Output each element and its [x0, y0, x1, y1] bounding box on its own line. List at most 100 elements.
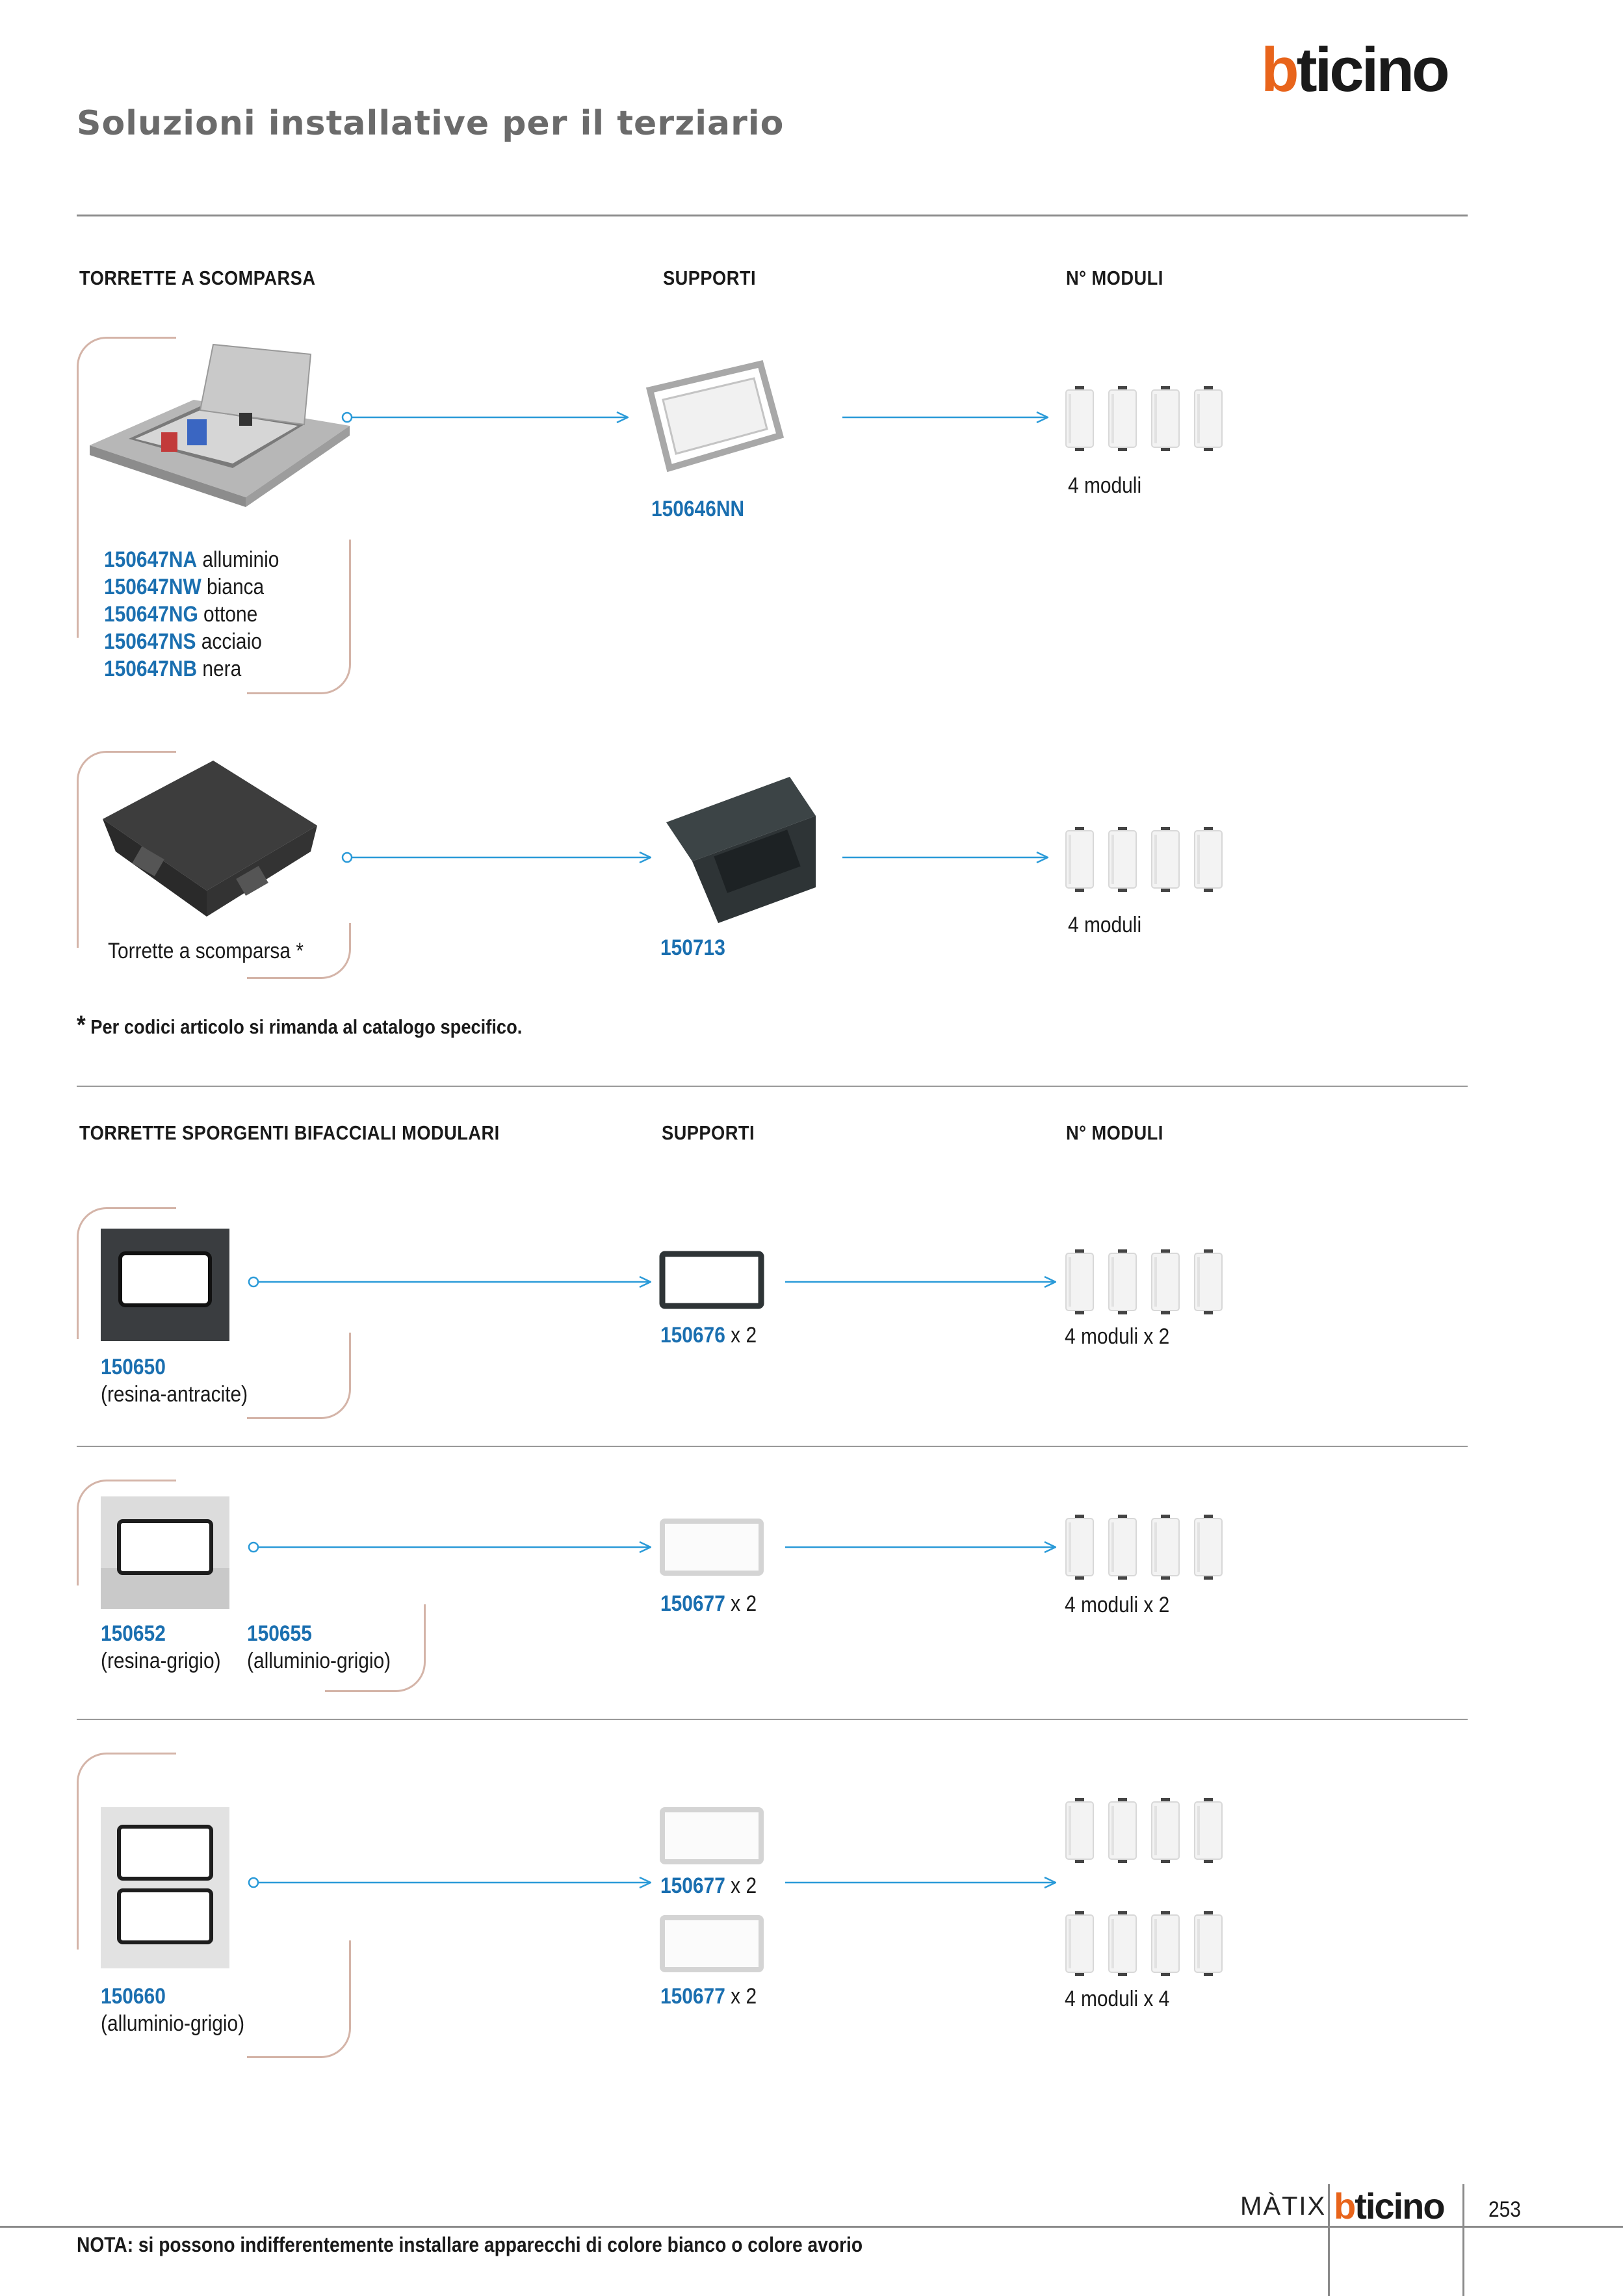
- support-150677-image: [660, 1519, 764, 1576]
- tower-150660-image: [101, 1807, 229, 1968]
- footer-series: MÀTIX: [1240, 2192, 1327, 2221]
- bracket-top-left: [77, 1753, 176, 1950]
- label: (resina-antracite): [101, 1382, 248, 1407]
- bracket-bottom-right: [247, 1333, 351, 1419]
- section2-row3-code: 150660 (alluminio-grigio): [101, 1983, 244, 2037]
- qty: x 2: [731, 1323, 757, 1348]
- page-number: 253: [1488, 2197, 1521, 2222]
- bracket-top-left: [77, 1480, 176, 1585]
- section1-row2-moduli: 4 moduli: [1068, 913, 1142, 937]
- connector-arrow: [842, 411, 1050, 424]
- code-line: 150647NB nera: [104, 657, 242, 681]
- section2-row3-support-2: 150677 x 2: [660, 1983, 757, 2010]
- logo-text: ticino: [1296, 35, 1450, 105]
- qty: x 2: [731, 1591, 757, 1616]
- bracket-top-left: [77, 1207, 176, 1339]
- section2-row2-code-a: 150652 (resina-grigio): [101, 1620, 221, 1675]
- code: 150676: [660, 1323, 725, 1348]
- code-line: 150647NS acciaio: [104, 629, 262, 654]
- bracket-bottom-right: [247, 540, 351, 694]
- label: (alluminio-grigio): [101, 2011, 245, 2036]
- section2-row2-support: 150677 x 2: [660, 1590, 757, 1617]
- code: 150655: [247, 1621, 312, 1646]
- support-150646nn-image: [645, 360, 785, 473]
- bracket-bottom-right: [247, 923, 351, 979]
- code: 150652: [101, 1621, 166, 1646]
- brand-logo: bticino: [1261, 35, 1450, 105]
- support-150713-image: [666, 777, 816, 923]
- section1-footnote: * Per codici articolo si rimanda al cata…: [77, 1011, 522, 1041]
- footer-brand-logo: bticino: [1334, 2185, 1446, 2226]
- connector-arrow: [785, 1541, 1058, 1554]
- section1-row1-code-list: 150647NA alluminio 150647NW bianca 15064…: [104, 546, 303, 683]
- modules-icon: [1066, 1519, 1228, 1584]
- code: 150677: [660, 1873, 725, 1898]
- connector-arrow: [842, 851, 1050, 864]
- label: (resina-grigio): [101, 1649, 221, 1673]
- logo-letter-b: b: [1334, 2185, 1356, 2226]
- bracket-top-left: [77, 337, 176, 638]
- section2-header-col2: SUPPORTI: [662, 1121, 755, 1144]
- qty: x 2: [731, 1984, 757, 2009]
- section2-header-col3: N° MODULI: [1066, 1121, 1163, 1144]
- section1-header-col3: N° MODULI: [1066, 267, 1163, 289]
- floor-box-black-image: [103, 761, 317, 917]
- section2-row1-code: 150650 (resina-antracite): [101, 1353, 248, 1408]
- code-line: 150647NA alluminio: [104, 547, 279, 572]
- footer-separator: [1328, 2184, 1330, 2296]
- support-150676-image: [659, 1251, 764, 1309]
- bracket-top-left: [77, 751, 176, 948]
- row-divider: [77, 1719, 1468, 1720]
- connector-arrow: [785, 1876, 1058, 1889]
- tower-150652-image: [101, 1496, 229, 1609]
- page-title: Soluzioni installative per il terziario: [77, 104, 785, 143]
- modules-icon: [1066, 1915, 1228, 1980]
- connector-arrow: [248, 1541, 653, 1554]
- modules-icon: [1066, 1253, 1228, 1318]
- connector-arrow: [785, 1275, 1058, 1288]
- code-line: 150647NG ottone: [104, 602, 258, 627]
- section2-row2-code-b: 150655 (alluminio-grigio): [247, 1620, 391, 1675]
- row-divider: [77, 1446, 1468, 1447]
- footnote-star: *: [77, 1011, 86, 1039]
- section1-header-col2: SUPPORTI: [663, 267, 756, 289]
- section2-divider: [77, 1086, 1468, 1087]
- section1-divider: [77, 215, 1468, 216]
- bracket-bottom-right: [247, 1940, 351, 2058]
- section1-row2-support-code: 150713: [660, 935, 725, 960]
- footnote-text: Per codici articolo si rimanda al catalo…: [90, 1015, 523, 1038]
- modules-icon: [1066, 831, 1228, 896]
- footer-nota: NOTA: si possono indifferentemente insta…: [77, 2233, 863, 2256]
- section1-row1-moduli: 4 moduli: [1068, 473, 1142, 498]
- connector-arrow: [248, 1275, 653, 1288]
- modules-icon: [1066, 390, 1228, 455]
- connector-arrow: [341, 411, 630, 424]
- footer-separator: [1462, 2184, 1464, 2296]
- section2-row2-moduli: 4 moduli x 2: [1065, 1593, 1170, 1617]
- section2-row3-support-1: 150677 x 2: [660, 1872, 757, 1899]
- code: 150650: [101, 1355, 166, 1379]
- section2-row1-support: 150676 x 2: [660, 1322, 757, 1349]
- connector-arrow: [341, 851, 653, 864]
- tower-150650-image: [101, 1229, 229, 1341]
- section1-row1-support-code: 150646NN: [651, 497, 745, 521]
- logo-letter-b: b: [1261, 35, 1299, 105]
- footer-divider: [0, 2226, 1623, 2228]
- code-line: 150647NW bianca: [104, 575, 265, 599]
- floor-box-aluminium-image: [90, 343, 350, 507]
- section1-header-col1: TORRETTE A SCOMPARSA: [79, 267, 316, 289]
- bracket-bottom-right: [325, 1604, 426, 1692]
- code: 150677: [660, 1984, 725, 2009]
- section2-row1-moduli: 4 moduli x 2: [1065, 1324, 1170, 1349]
- section2-header-col1: TORRETTE SPORGENTI BIFACCIALI MODULARI: [79, 1121, 500, 1144]
- support-150677-image: [660, 1807, 764, 1864]
- code: 150660: [101, 1984, 166, 2009]
- support-150677-image: [660, 1915, 764, 1972]
- label: (alluminio-grigio): [247, 1649, 391, 1673]
- modules-icon: [1066, 1802, 1228, 1867]
- qty: x 2: [731, 1873, 757, 1898]
- section1-row2-label: Torrette a scomparsa *: [108, 939, 304, 963]
- connector-arrow: [248, 1876, 653, 1889]
- code: 150677: [660, 1591, 725, 1616]
- section2-row3-moduli: 4 moduli x 4: [1065, 1987, 1170, 2011]
